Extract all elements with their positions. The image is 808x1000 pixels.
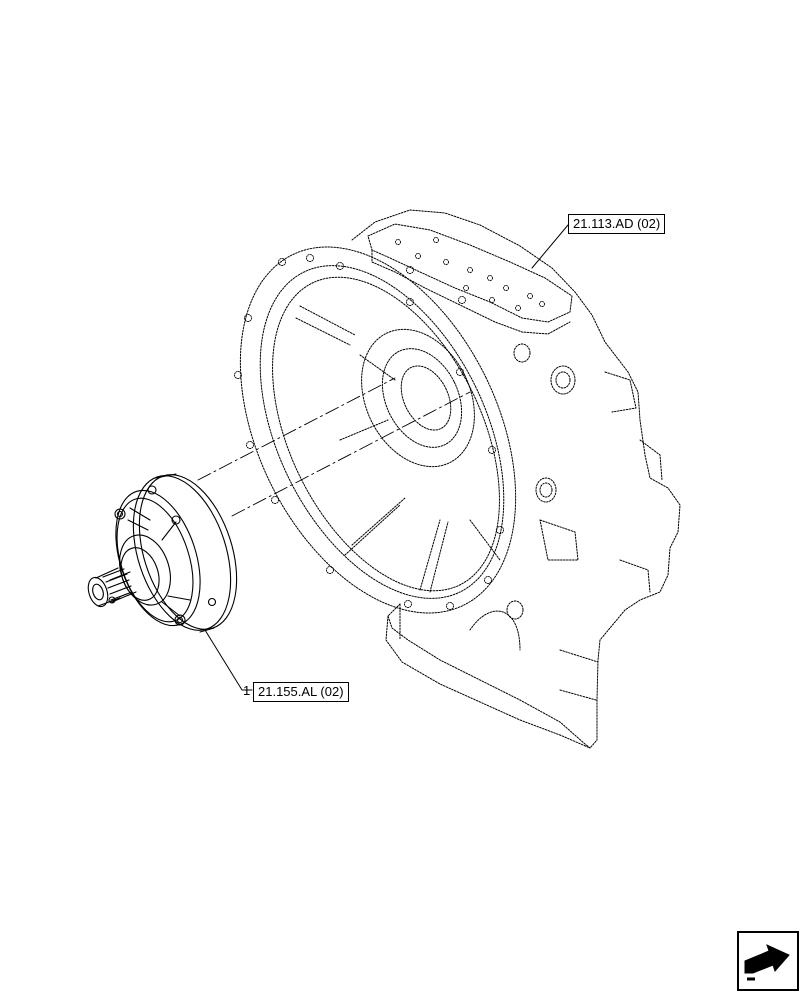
pump-item-number: 1 — [243, 683, 251, 698]
assembly-center-lines — [197, 377, 471, 517]
callout-leaders — [204, 224, 569, 691]
pump-reference-callout[interactable]: 21.155.AL (02) — [253, 682, 349, 702]
housing-reference-callout[interactable]: 21.113.AD (02) — [568, 214, 666, 234]
next-page-button[interactable] — [737, 931, 799, 991]
pump-assembly — [87, 473, 238, 633]
transmission-housing — [239, 209, 681, 749]
next-page-arrow-icon — [744, 944, 790, 981]
flange-bolt-holes — [234, 237, 545, 610]
